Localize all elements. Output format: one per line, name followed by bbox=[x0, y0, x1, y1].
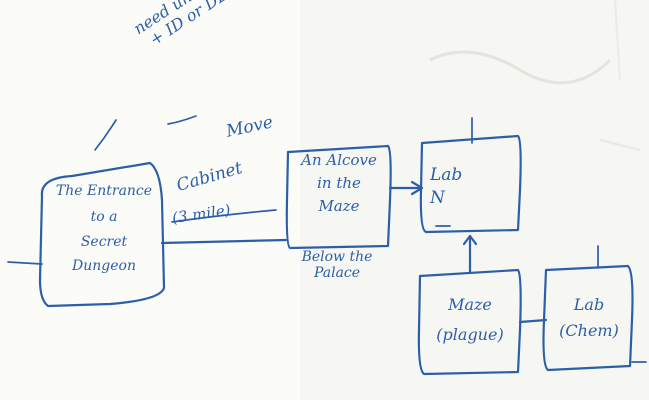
lab-n-line-2: N bbox=[430, 188, 445, 209]
alcove-line-3: Maze bbox=[318, 196, 360, 215]
annotation-underline bbox=[167, 115, 197, 125]
annotation-pointer-line bbox=[94, 119, 117, 151]
lab-chem-line-1: Lab bbox=[573, 295, 605, 314]
maze-line-2: (plague) bbox=[436, 324, 504, 344]
alcove-line-1: An Alcove bbox=[301, 151, 377, 169]
below-line-2: Palace bbox=[313, 264, 361, 281]
lab-n-line-1: Lab bbox=[430, 165, 463, 185]
entrance-line-4: Dungeon bbox=[72, 258, 136, 275]
entrance-line-1: The Entrance bbox=[55, 183, 153, 199]
alcove-box bbox=[285, 144, 392, 250]
arrow-head-up bbox=[462, 234, 478, 246]
maze-line-1: Maze bbox=[448, 295, 492, 314]
edge-maze-labchem bbox=[518, 318, 548, 324]
entrance-line-2: to a bbox=[90, 208, 118, 225]
below-line-1: Below the bbox=[301, 249, 373, 265]
maze-label: Maze (plague) bbox=[422, 296, 518, 344]
entrance-box bbox=[38, 161, 166, 308]
entrance-line-3: Secret bbox=[80, 234, 128, 251]
lab-n-label: Lab N bbox=[430, 165, 490, 209]
lab-chem-box bbox=[542, 264, 634, 372]
strike-through bbox=[171, 209, 277, 223]
below-label: Below the Palace bbox=[282, 249, 392, 281]
maze-box bbox=[417, 268, 522, 376]
lab-chem-label: Lab (Chem) bbox=[548, 296, 630, 340]
lab-chem-line-2: (Chem) bbox=[559, 320, 619, 340]
edge-entrance-alcove bbox=[160, 238, 288, 245]
alcove-line-2: in the bbox=[317, 173, 361, 192]
alcove-label: An Alcove in the Maze bbox=[290, 152, 388, 214]
entrance-label: The Entrance to a Secret Dungeon bbox=[48, 183, 160, 275]
entrance-input-line bbox=[7, 261, 43, 265]
lab-n-box bbox=[419, 134, 522, 234]
